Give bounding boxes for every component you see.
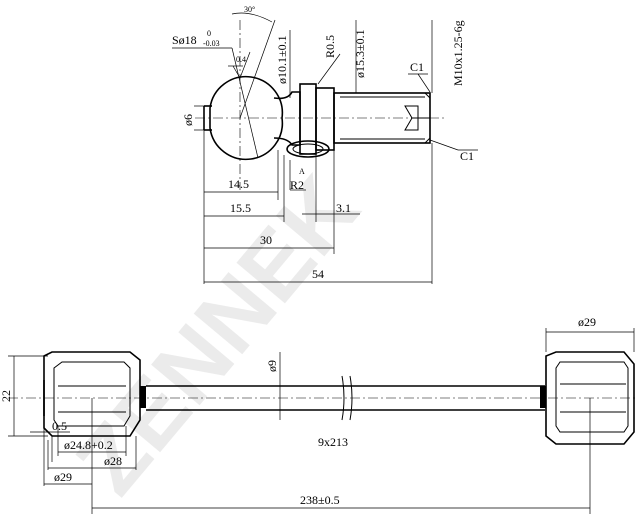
thread-label: M10x1.25-6g xyxy=(451,20,465,86)
len-14-5-label: 14.5 xyxy=(228,177,249,191)
chamfer-top-label: C1 xyxy=(410,60,424,74)
height-label: 22 xyxy=(0,390,13,402)
overall-length-label: 238±0.5 xyxy=(300,493,340,507)
neck-dia-label: ø10.1±0.1 xyxy=(275,35,289,84)
sphere-tol-lower: -0.03 xyxy=(203,39,220,48)
sphere-tol-upper: 0 xyxy=(207,29,211,38)
right-dia-label: ø29 xyxy=(578,315,596,329)
rod-dia-label: ø9 xyxy=(265,360,279,372)
radius-r2-label: R2 xyxy=(290,178,304,192)
len-54-label: 54 xyxy=(312,267,324,281)
link-rod-drawing: ø29 22 ø9 0.5 ø24.8+0.2 ø28 ø29 9x213 xyxy=(0,315,636,514)
dia-28-label: ø28 xyxy=(104,454,122,468)
len-15-5-label: 15.5 xyxy=(230,201,251,215)
rod-size-label: 9x213 xyxy=(318,435,348,449)
inner-dia-label: ø24.8+0.2 xyxy=(64,438,113,452)
sphere-dim-label: Sø18 xyxy=(172,33,197,47)
radius-r05-label: R0.5 xyxy=(323,35,337,58)
groove-detail xyxy=(286,140,330,158)
section-mark-label: A xyxy=(299,167,305,176)
len-3-1-label: 3.1 xyxy=(336,201,351,215)
chamfer-bottom-label: C1 xyxy=(460,149,474,163)
lip-label: 0.5 xyxy=(52,419,67,433)
angle-label: 30° xyxy=(244,5,255,14)
left-dia-label: ø29 xyxy=(54,470,72,484)
len-30-label: 30 xyxy=(260,233,272,247)
ball-outline xyxy=(209,75,284,161)
bore-dia-label: ø6 xyxy=(181,114,195,126)
roughness-label: 0.4 xyxy=(236,55,246,64)
right-end-cup xyxy=(545,351,635,445)
ball-pin-drawing: 30° Sø18 0 -0.03 0.4 ø10.1±0.1 R0.5 ø15.… xyxy=(172,5,478,284)
collar-dia-label: ø15.3±0.1 xyxy=(353,29,367,78)
